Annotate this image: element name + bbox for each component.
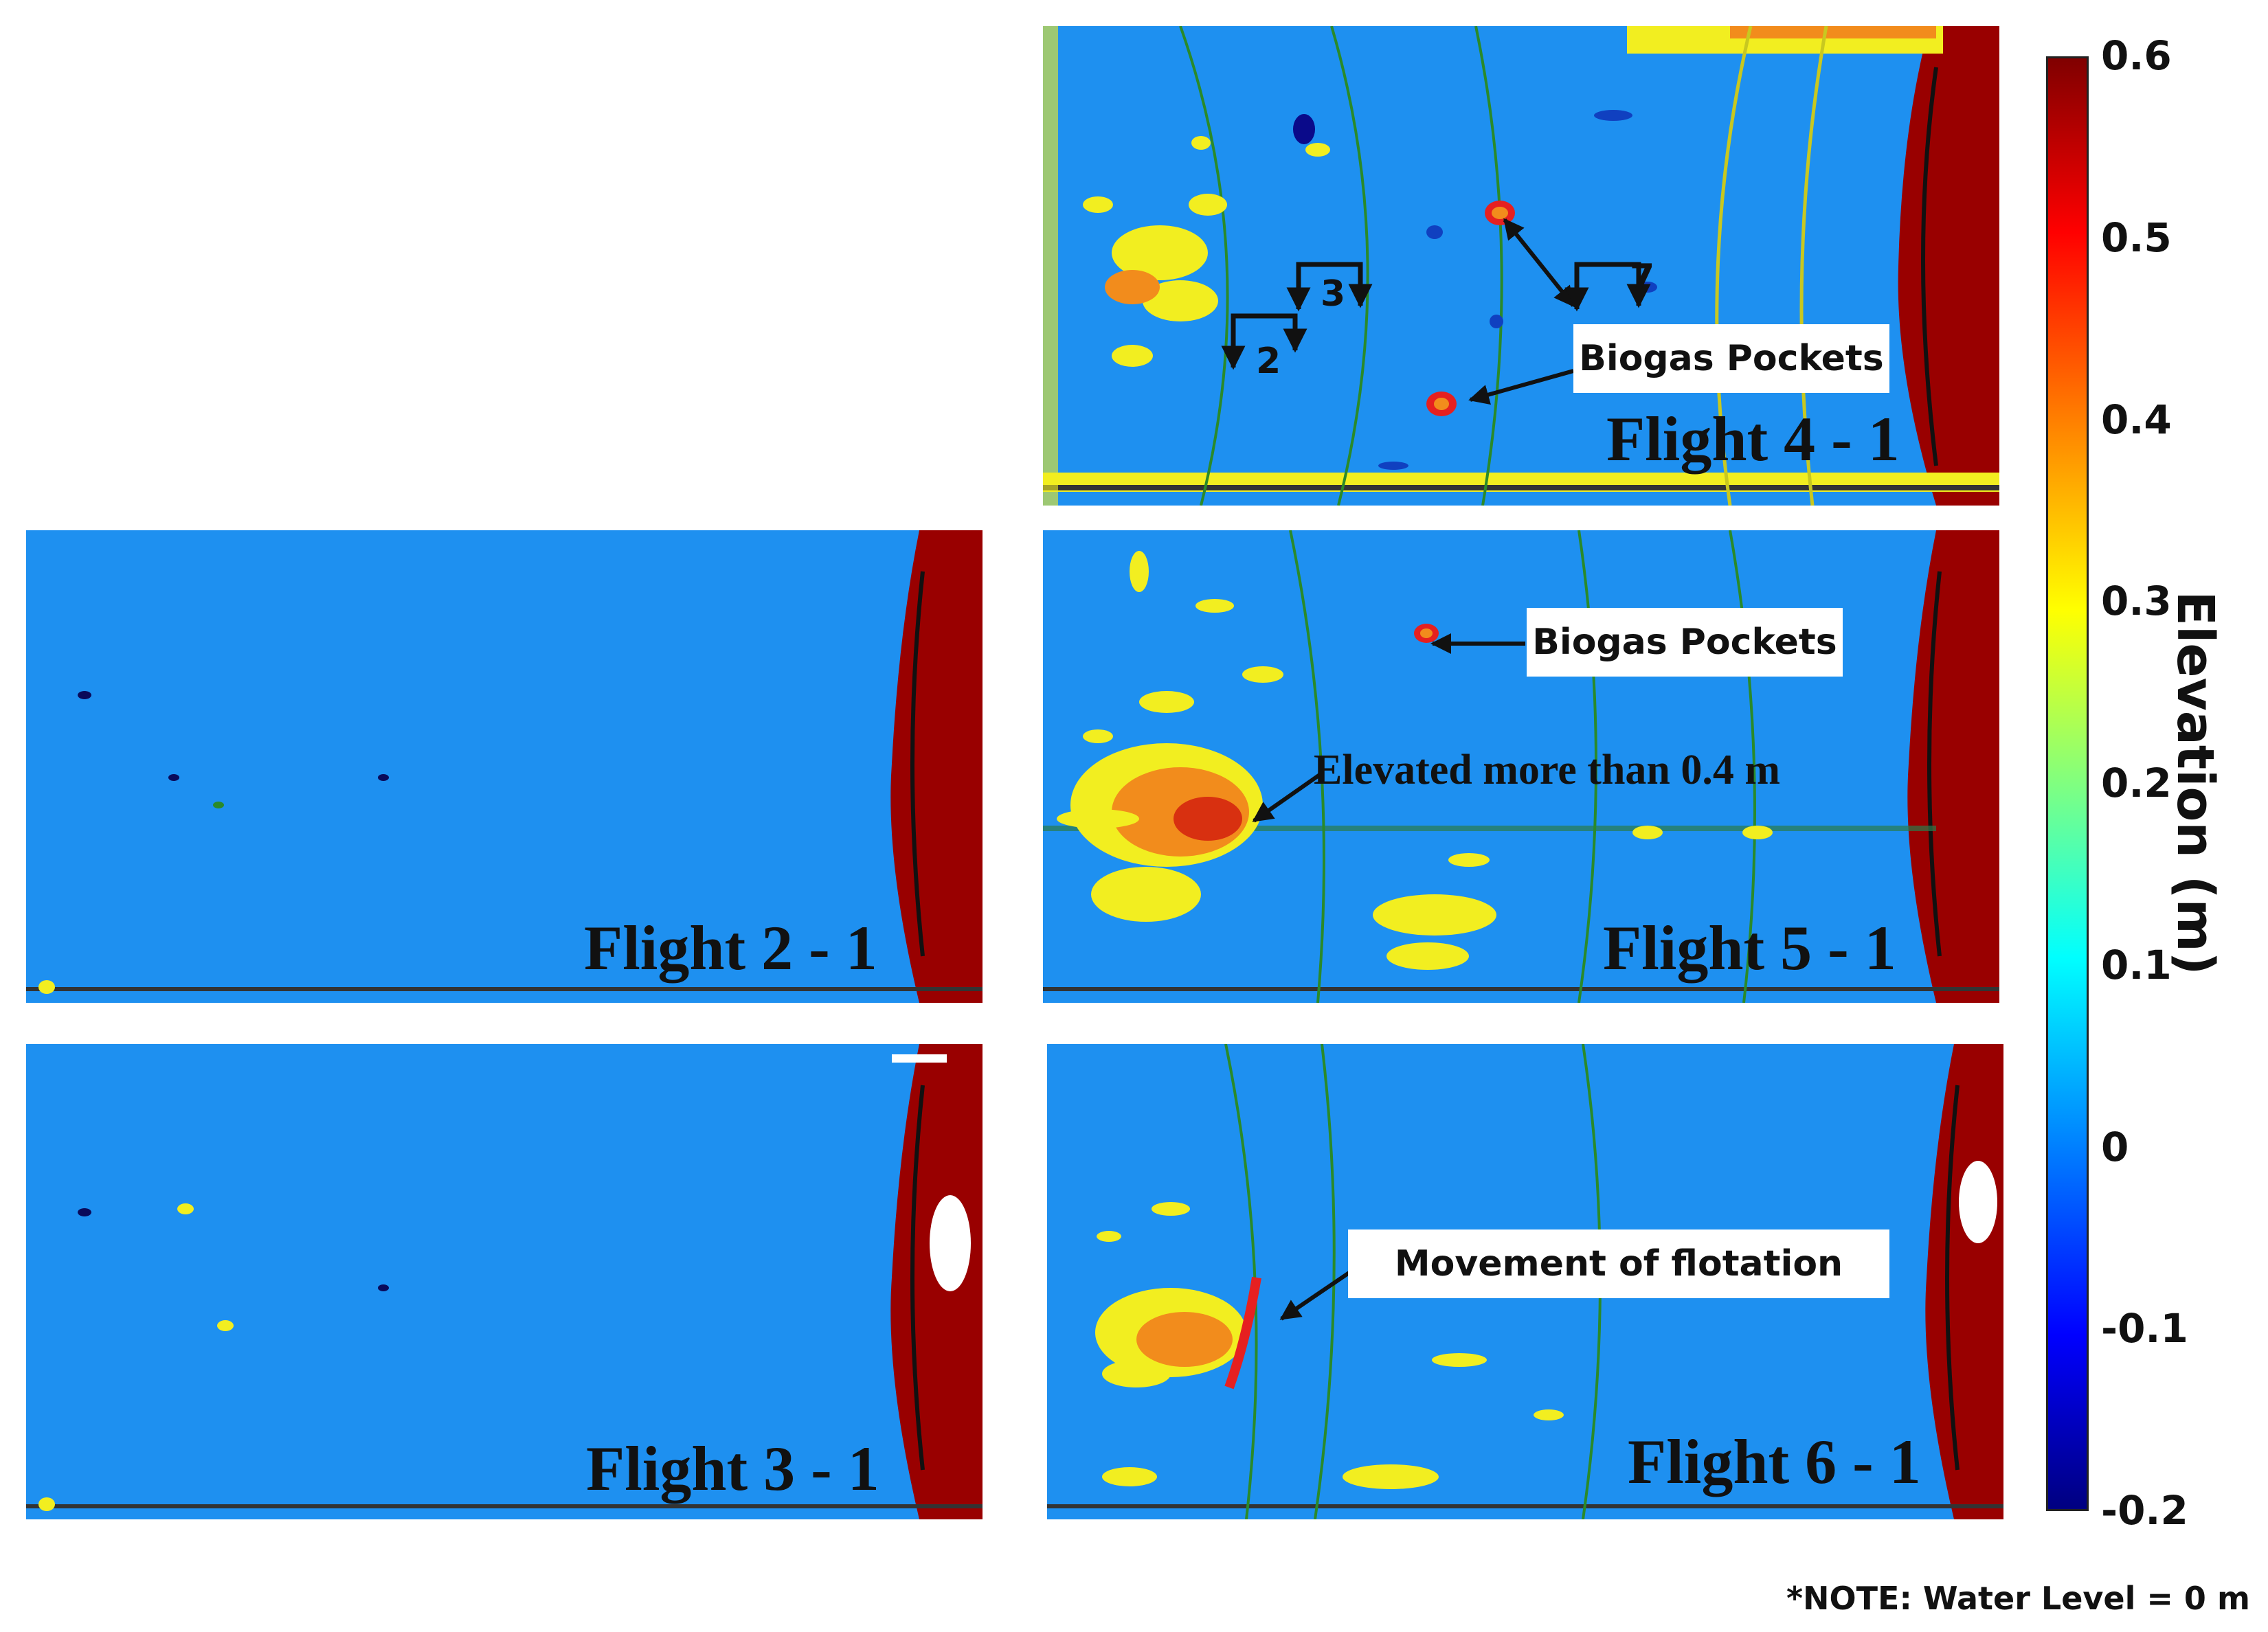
colorbar-tick-label: 0: [2101, 1123, 2129, 1170]
section-number-7: 7: [1630, 257, 1655, 298]
biogas-pockets-callout: Biogas Pockets: [1573, 324, 1889, 393]
movement-of-flotation-callout: Movement of flotation: [1348, 1229, 1889, 1298]
elevation-map-flight-3-1: Flight 3 - 1: [26, 1044, 983, 1519]
panel-label: Flight 5 - 1: [1603, 913, 1896, 983]
colorbar-tick-label: 0.1: [2101, 941, 2172, 988]
colorbar-tick-label: 0.3: [2101, 578, 2172, 625]
panel-label: Flight 3 - 1: [586, 1433, 879, 1504]
section-number-3: 3: [1321, 273, 1346, 315]
colorbar-title: Elevation (m): [2166, 591, 2225, 975]
colorbar-tick-label: 0.2: [2101, 760, 2172, 806]
elevation-colorbar: [2046, 56, 2089, 1511]
water-level-note: *NOTE: Water Level = 0 m: [1786, 1580, 2250, 1617]
elevation-map-flight-2-1: Flight 2 - 1: [26, 530, 983, 1003]
colorbar-tick-label: 0.4: [2101, 396, 2172, 443]
panel-label: Flight 4 - 1: [1606, 404, 1900, 474]
panel-label: Flight 6 - 1: [1628, 1427, 1921, 1497]
colorbar-tick-label: 0.5: [2101, 214, 2172, 261]
colorbar-tick-label: -0.2: [2101, 1487, 2188, 1534]
elevated-label: Elevated more than 0.4 m: [1314, 747, 1781, 793]
elevation-map-flight-4-1: Flight 4 - 1: [1043, 26, 1999, 506]
colorbar-tick-label: -0.1: [2101, 1305, 2188, 1352]
section-number-2: 2: [1256, 341, 1281, 382]
panel-label: Flight 2 - 1: [584, 913, 877, 983]
colorbar-tick-label: 0.6: [2101, 32, 2172, 79]
biogas-pockets-callout-2: Biogas Pockets: [1527, 608, 1843, 677]
